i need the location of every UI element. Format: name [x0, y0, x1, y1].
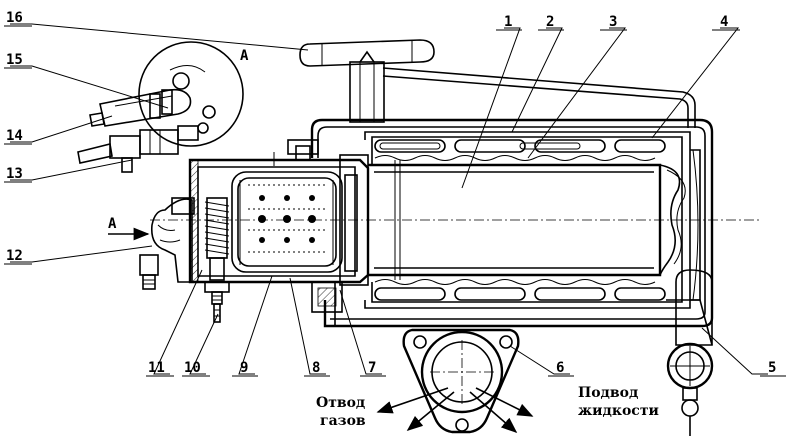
- callout-6: 6: [556, 360, 564, 376]
- glow-plug: [204, 197, 230, 281]
- detail-view-a: [77, 41, 244, 173]
- liquid-supply-pipe: [299, 39, 696, 128]
- callout-5: 5: [768, 360, 776, 376]
- callout-2: 2: [546, 14, 554, 30]
- callout-4: 4: [720, 14, 728, 30]
- callout-14: 14: [6, 128, 23, 144]
- callout-15: 15: [6, 52, 23, 68]
- heat-exchanger-body: [310, 118, 714, 328]
- callout-11: 11: [148, 360, 165, 376]
- callout-labels: 1 2 3 4 5 6 7 8 9 10 11 12 13 14 15 16 А…: [6, 10, 776, 376]
- burner-section: [188, 139, 370, 327]
- callout-12: 12: [6, 248, 23, 264]
- air-inlet: [108, 197, 195, 290]
- callout-7: 7: [368, 360, 376, 376]
- glow-plug-terminal: [204, 281, 230, 323]
- callout-10: 10: [184, 360, 201, 376]
- callout-16: 16: [6, 10, 23, 26]
- callout-9: 9: [240, 360, 248, 376]
- perforation-holes: [248, 184, 326, 253]
- view-marker-detail: А: [240, 48, 249, 64]
- leader-lines: [4, 23, 786, 377]
- liquid-inlet-port: [666, 269, 714, 436]
- captions: Отвод газов Подвод жидкости: [316, 385, 659, 429]
- callout-13: 13: [6, 166, 23, 182]
- exhaust-outlet-flange: [376, 328, 534, 434]
- callout-1: 1: [504, 14, 512, 30]
- view-marker-arrow: А: [108, 216, 117, 232]
- gas-outlet-caption-line2: газов: [320, 413, 366, 429]
- gas-outlet-caption-line1: Отвод: [316, 395, 365, 411]
- callout-3: 3: [609, 14, 617, 30]
- callout-8: 8: [312, 360, 320, 376]
- liquid-inlet-caption-line2: жидкости: [578, 403, 659, 419]
- liquid-inlet-caption-line1: Подвод: [578, 385, 638, 401]
